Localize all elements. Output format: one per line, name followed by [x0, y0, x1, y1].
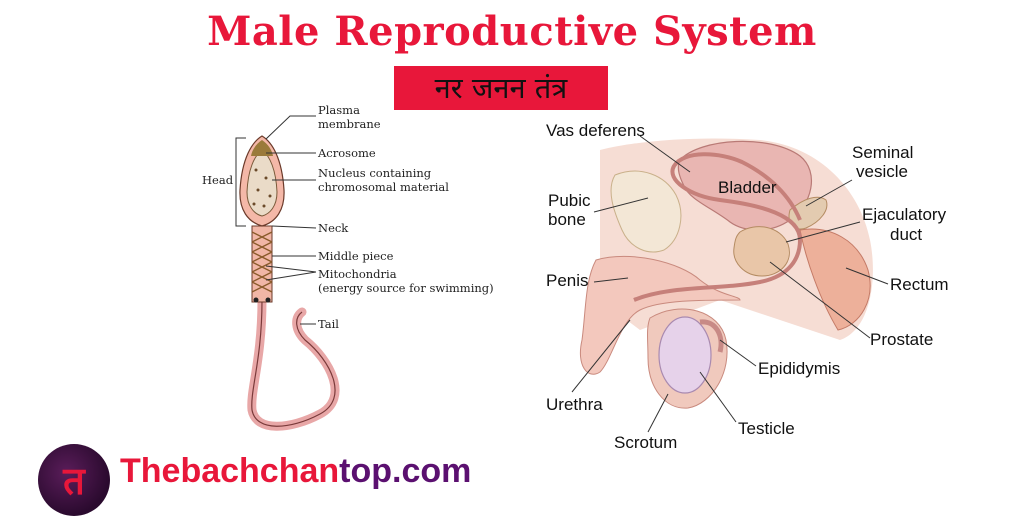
label-acrosome: Acrosome	[317, 146, 376, 160]
logo-glyph: त	[63, 459, 85, 503]
label-mitochondria-1: Mitochondria	[318, 267, 397, 281]
label-rectum: Rectum	[890, 275, 949, 294]
label-vas-deferens: Vas deferens	[546, 121, 645, 140]
label-pubic-bone-2: bone	[548, 210, 586, 229]
label-penis: Penis	[546, 271, 589, 290]
label-urethra: Urethra	[546, 395, 603, 414]
anatomy-leader-lines	[571, 135, 889, 433]
label-pubic-bone-1: Pubic	[548, 191, 591, 210]
label-mitochondria-2: (energy source for swimming)	[318, 281, 494, 295]
devanagari-ta-logo-icon: त	[38, 444, 110, 516]
label-plasma-membrane-1: Plasma	[318, 103, 360, 117]
page-subtitle: नर जनन तंत्र	[394, 66, 608, 110]
label-head: Head	[202, 173, 234, 187]
label-bladder: Bladder	[718, 178, 777, 197]
label-ejaculatory-duct-1: Ejaculatory	[862, 205, 947, 224]
site-name-part2: top.com	[339, 452, 472, 490]
label-plasma-membrane-2: membrane	[318, 117, 381, 131]
label-scrotum: Scrotum	[614, 433, 677, 452]
site-name-part1: Thebachchan	[120, 452, 340, 490]
label-seminal-vesicle-1: Seminal	[852, 143, 913, 162]
site-name: Thebachchantop.com	[120, 452, 471, 491]
label-ejaculatory-duct-2: duct	[890, 225, 922, 244]
label-tail: Tail	[318, 317, 339, 331]
anatomy-cross-section-illustration	[580, 138, 873, 409]
label-seminal-vesicle-2: vesicle	[856, 162, 908, 181]
sperm-leader-lines	[235, 115, 317, 325]
label-testicle: Testicle	[738, 419, 795, 438]
page-title: Male Reproductive System	[207, 8, 817, 55]
label-middle-piece: Middle piece	[318, 249, 394, 263]
sperm-cell-illustration	[239, 135, 340, 431]
label-neck: Neck	[318, 221, 349, 235]
label-epididymis: Epididymis	[758, 359, 840, 378]
label-prostate: Prostate	[870, 330, 933, 349]
label-nucleus-1: Nucleus containing	[318, 166, 432, 180]
label-nucleus-2: chromosomal material	[318, 180, 449, 194]
